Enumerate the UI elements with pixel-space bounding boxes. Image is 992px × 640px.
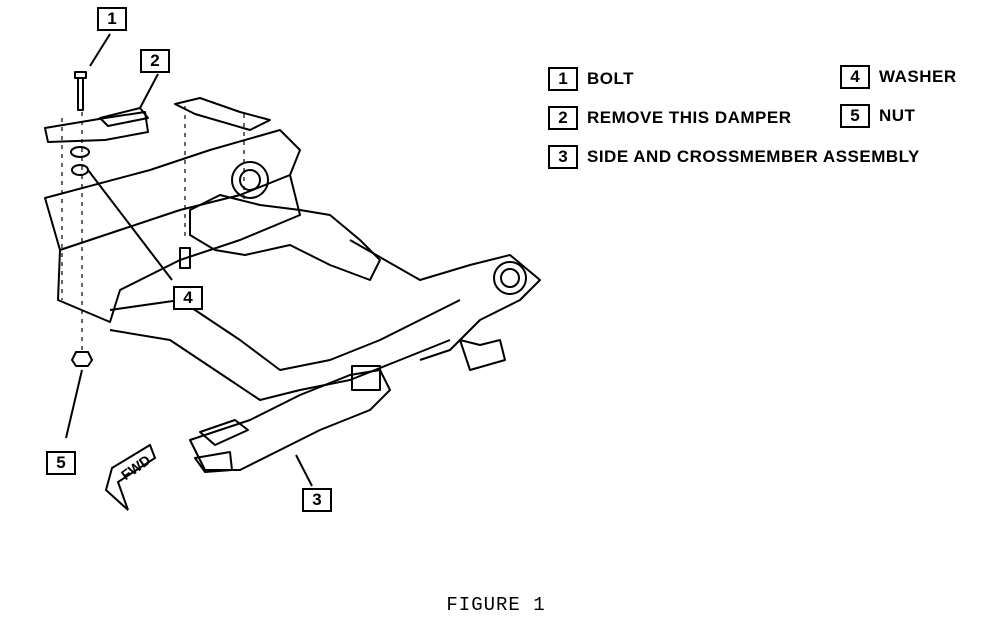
legend-number: 2 xyxy=(548,106,578,130)
front-lower-rail xyxy=(189,369,391,471)
rear-crossmember xyxy=(189,194,381,281)
legend-item-damper: 2 REMOVE THIS DAMPER xyxy=(548,106,792,130)
legend-label: BOLT xyxy=(587,69,635,88)
legend-number: 4 xyxy=(840,65,870,89)
legend-label: NUT xyxy=(879,106,916,125)
legend-number: 1 xyxy=(548,67,578,91)
legend-number: 5 xyxy=(840,104,870,128)
nut-part xyxy=(71,351,93,367)
legend-label: SIDE AND CROSSMEMBER ASSEMBLY xyxy=(587,147,920,166)
legend-label: REMOVE THIS DAMPER xyxy=(587,108,792,127)
legend-number: 3 xyxy=(548,145,578,169)
damper-plate xyxy=(44,111,149,143)
legend-label: WASHER xyxy=(879,67,957,86)
washer-part xyxy=(70,146,90,158)
legend-item-washer: 4 WASHER xyxy=(840,65,957,89)
fwd-arrow xyxy=(104,443,157,511)
callout-3: 3 xyxy=(302,488,332,512)
figure-caption: FIGURE 1 xyxy=(446,594,546,616)
callout-1: 1 xyxy=(97,7,127,31)
legend-item-nut: 5 NUT xyxy=(840,104,915,128)
callout-5: 5 xyxy=(46,451,76,475)
callout-2: 2 xyxy=(140,49,170,73)
legend-item-assembly: 3 SIDE AND CROSSMEMBER ASSEMBLY xyxy=(548,145,920,169)
callout-4: 4 xyxy=(173,286,203,310)
bolt-part xyxy=(74,71,87,111)
legend-item-bolt: 1 BOLT xyxy=(548,67,634,91)
front-crossmember xyxy=(109,299,461,371)
